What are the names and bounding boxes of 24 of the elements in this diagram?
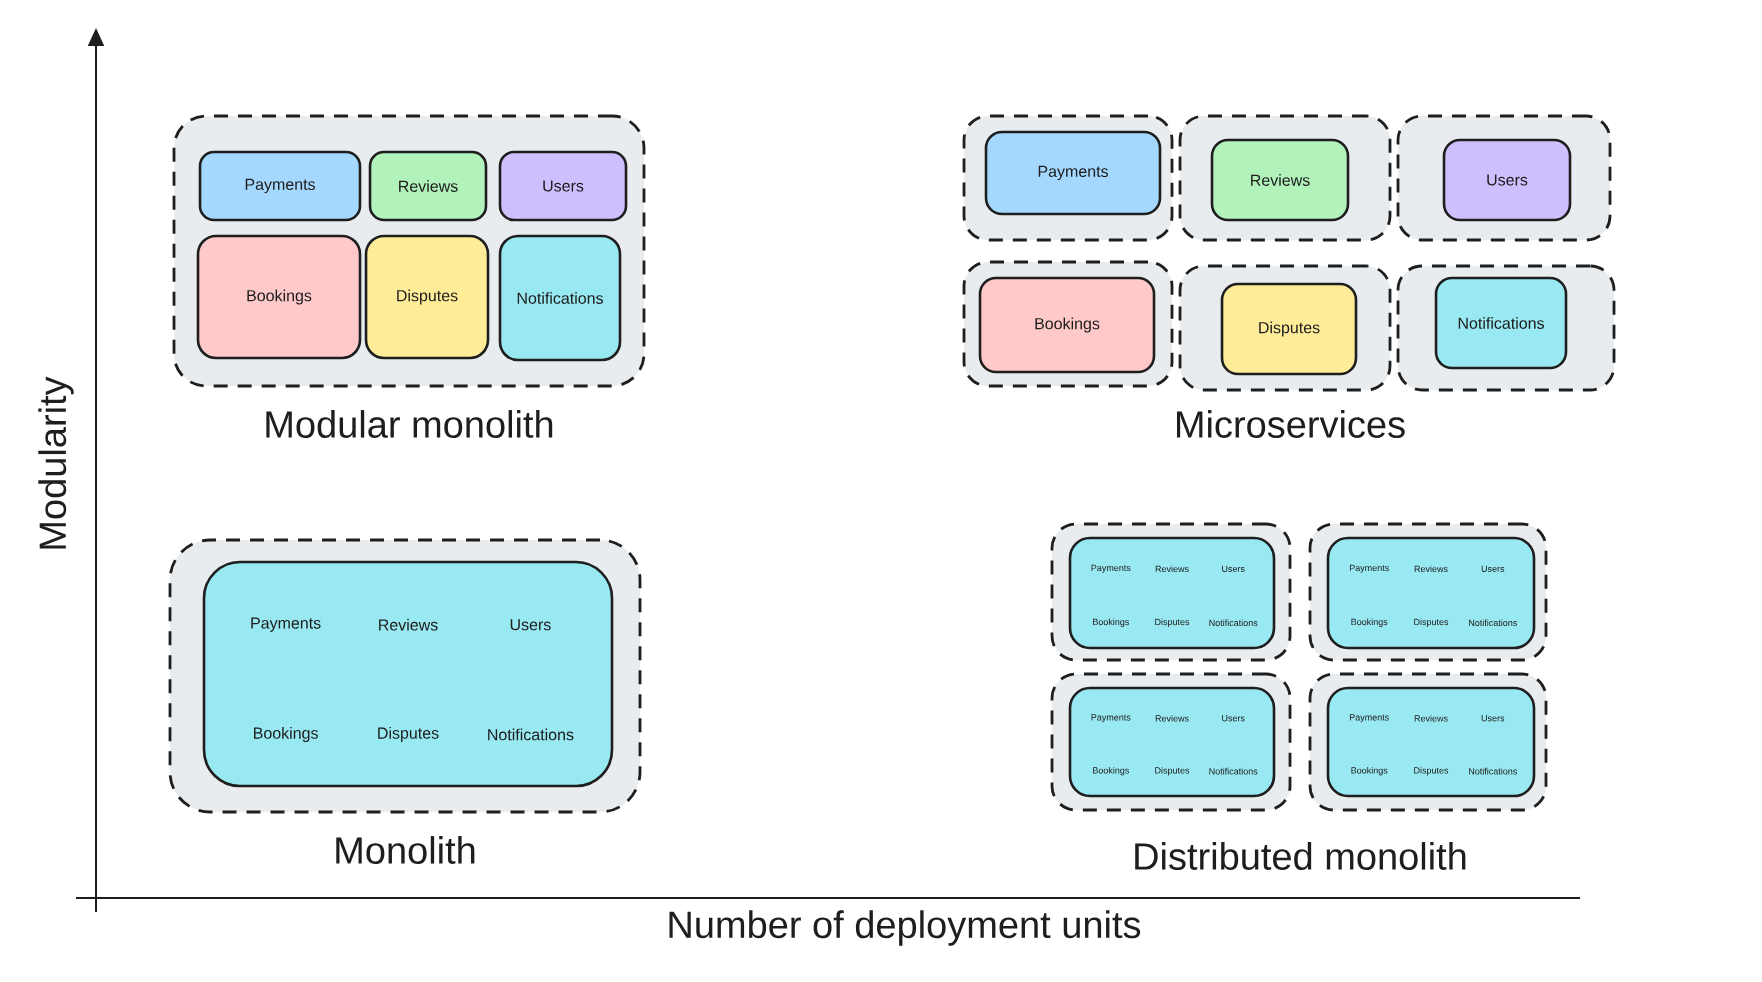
module-box: Users [498,150,628,222]
module-label: Disputes [378,727,439,742]
module-label: Payments [251,617,321,632]
module-box: Notifications [1434,276,1568,370]
module-box: Reviews [368,150,488,222]
group-heading: Microservices [1177,410,1405,438]
module-label: Reviews [379,618,438,631]
module-label: Users [510,619,551,631]
module-label: Notifications [488,728,574,741]
module-box: Payments [198,150,362,222]
module-box: Reviews [1210,138,1350,222]
group-heading: Modular monolith [266,410,553,438]
group-heading: Distributed monolith [1135,842,1466,870]
module-label: Bookings [254,727,318,742]
axis-label: Modularity [38,376,74,549]
module-box: Disputes [1220,282,1358,376]
module-box: Bookings [196,234,362,360]
module-box: Users [1442,138,1572,222]
module-box: Disputes [364,234,490,360]
group-heading: Monolith [336,836,475,864]
module-box: Notifications [498,234,622,362]
module-box: Bookings [978,276,1156,374]
axis-label: Number of deployment units [669,910,1141,946]
module-box: Payments [984,130,1162,216]
